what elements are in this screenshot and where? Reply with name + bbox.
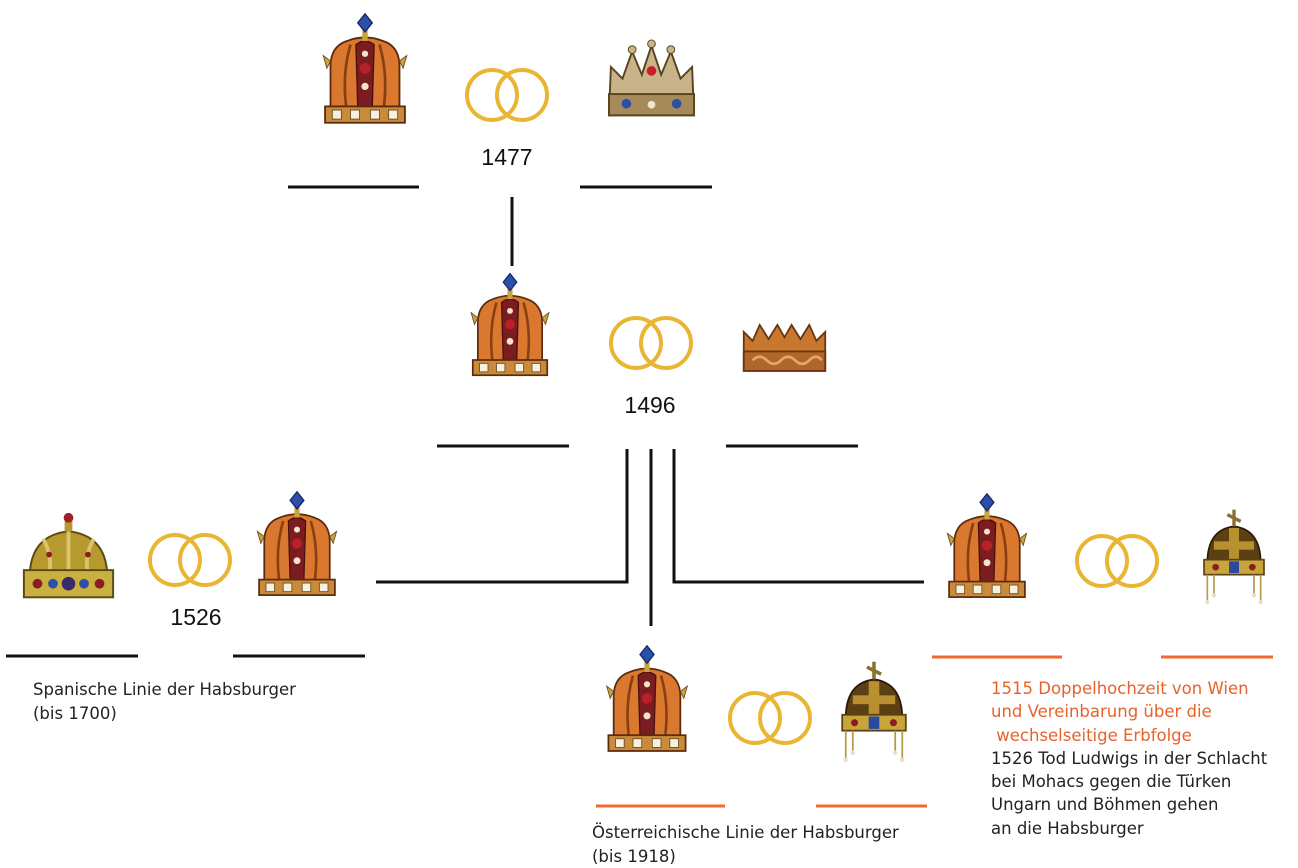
wedding-rings-icon <box>148 533 232 587</box>
note-1515-line: wechselseitige Erbfolge <box>991 725 1192 745</box>
austrian-line-period: (bis 1918) <box>592 846 676 866</box>
note-1515-caption: 1515 Doppelhochzeit von Wien und Vereinb… <box>991 677 1267 840</box>
note-1526-line: bei Mohacs gegen die Türken <box>991 772 1232 792</box>
wedding-rings-icon <box>465 68 549 122</box>
spanish-line-period: (bis 1700) <box>33 703 117 723</box>
habsburg-crown-icon <box>945 492 1029 599</box>
note-1526-line: an die Habsburger <box>991 818 1144 838</box>
hungarian-holy-crown-icon <box>1202 508 1266 607</box>
austrian-line-title: Österreichische Linie der Habsburger <box>592 823 899 842</box>
wedding-rings-icon <box>609 316 693 370</box>
spanish-crown-icon <box>21 510 116 600</box>
descent-line-hungarian <box>672 449 924 584</box>
burgundy-crown-icon <box>607 38 696 117</box>
note-1526-line: 1526 Tod Ludwigs in der Schlacht <box>991 748 1268 768</box>
descent-line-spanish <box>376 449 629 584</box>
wedding-rings-icon <box>728 691 812 745</box>
habsburg-crown-icon <box>255 490 339 597</box>
year-1496: 1496 <box>624 392 675 418</box>
wedding-rings-icon <box>1075 534 1159 588</box>
year-1526: 1526 <box>170 604 221 630</box>
note-1526-line: Ungarn und Böhmen gehen <box>991 795 1219 815</box>
austrian-line-caption: Österreichische Linie der Habsburger (bi… <box>592 821 899 868</box>
hungarian-holy-crown-icon <box>840 660 908 764</box>
note-1515-line: 1515 Doppelhochzeit von Wien <box>991 679 1249 698</box>
spanish-line-title: Spanische Linie der Habsburger <box>33 680 296 699</box>
habsburg-crown-icon <box>321 12 409 125</box>
spanish-line-caption: Spanische Linie der Habsburger (bis 1700… <box>33 678 296 725</box>
castile-crown-icon <box>742 323 827 373</box>
habsburg-crown-icon <box>605 644 689 753</box>
habsburg-crown-icon <box>469 272 551 377</box>
year-1477: 1477 <box>481 144 532 170</box>
note-1515-line: und Vereinbarung über die <box>991 702 1212 722</box>
